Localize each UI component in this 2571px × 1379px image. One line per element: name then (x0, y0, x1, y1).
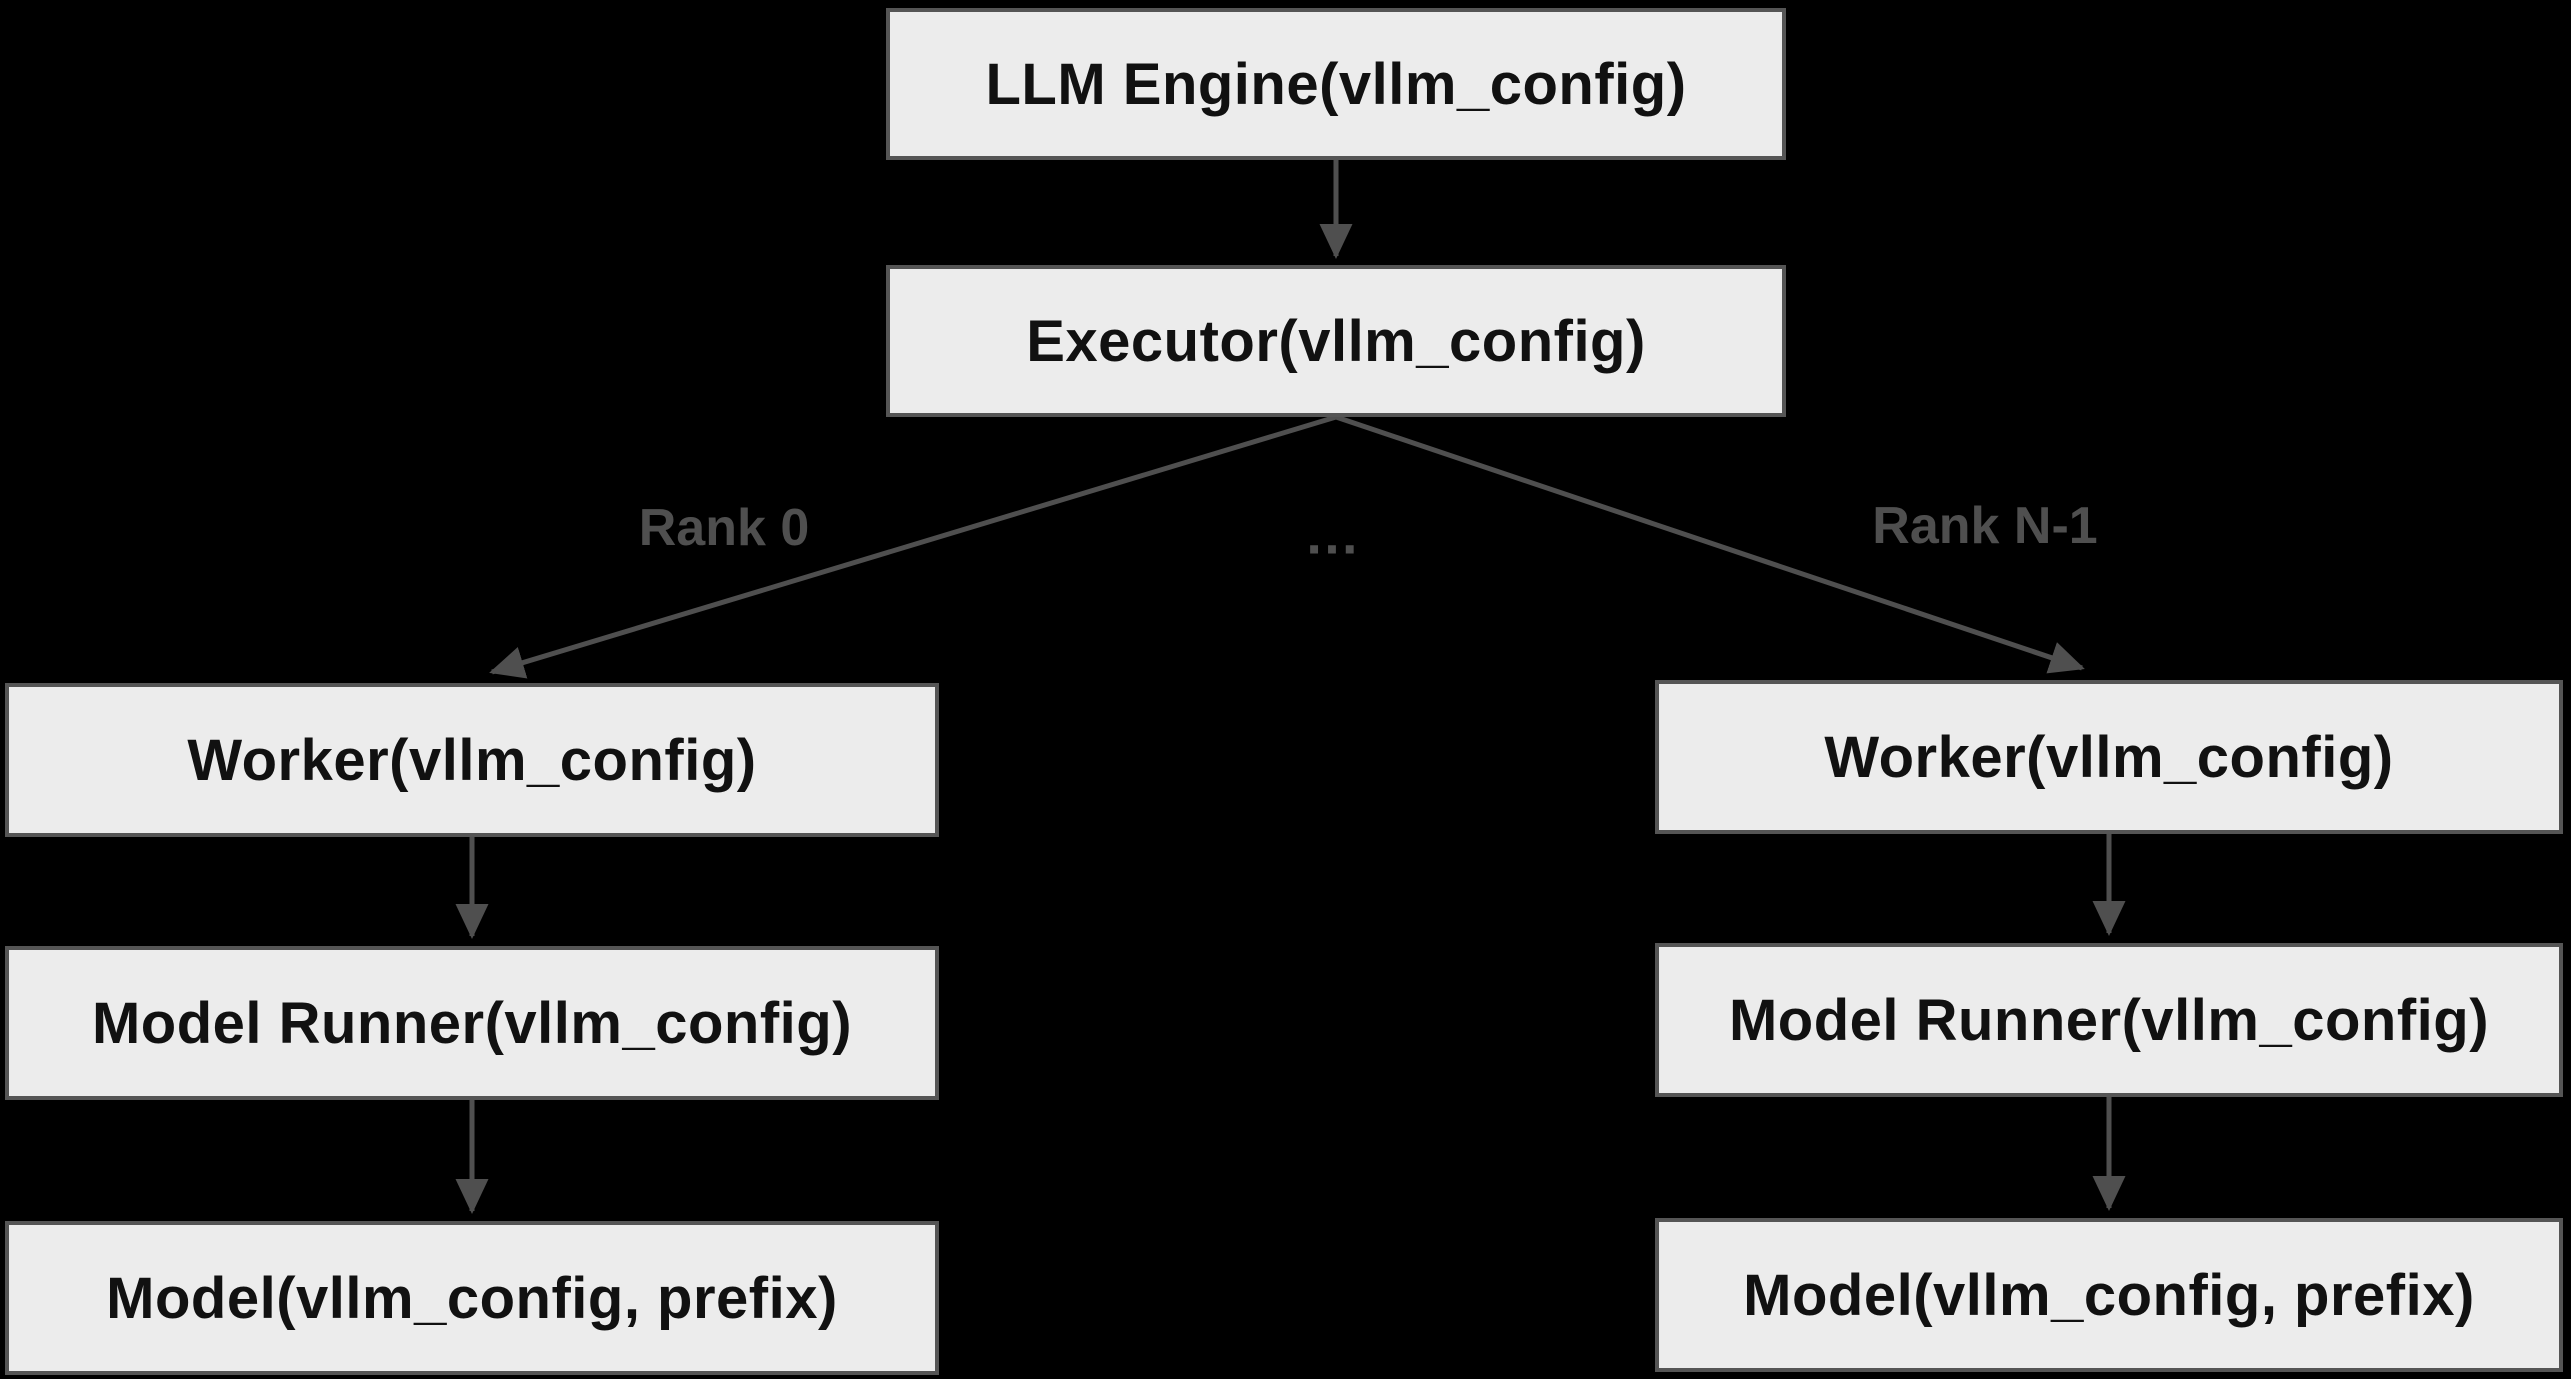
node-executor: Executor(vllm_config) (886, 265, 1786, 417)
node-model-runner-right: Model Runner(vllm_config) (1655, 943, 2563, 1097)
node-model-left-label: Model(vllm_config, prefix) (106, 1265, 838, 1331)
node-model-runner-left: Model Runner(vllm_config) (5, 946, 939, 1100)
node-worker-left: Worker(vllm_config) (5, 683, 939, 837)
edge-label-rank-n-1: Rank N-1 (1872, 497, 2098, 555)
node-model-runner-right-label: Model Runner(vllm_config) (1728, 987, 2490, 1053)
edge-label-ellipsis: … (1304, 502, 1364, 566)
node-model-runner-left-label: Model Runner(vllm_config) (91, 990, 853, 1056)
node-llm-engine-label: LLM Engine(vllm_config) (985, 51, 1687, 117)
node-worker-right-label: Worker(vllm_config) (1824, 724, 2394, 790)
edge-executor-to-worker-right (1335, 414, 2085, 674)
node-worker-right: Worker(vllm_config) (1655, 680, 2563, 834)
node-llm-engine: LLM Engine(vllm_config) (886, 8, 1786, 160)
edge-executor-to-worker-left (489, 414, 1337, 679)
node-executor-label: Executor(vllm_config) (1026, 308, 1646, 374)
node-model-right: Model(vllm_config, prefix) (1655, 1218, 2563, 1372)
node-model-left: Model(vllm_config, prefix) (5, 1221, 939, 1375)
edge-label-rank-0: Rank 0 (638, 499, 810, 557)
node-worker-left-label: Worker(vllm_config) (187, 727, 757, 793)
node-model-right-label: Model(vllm_config, prefix) (1743, 1262, 2475, 1328)
